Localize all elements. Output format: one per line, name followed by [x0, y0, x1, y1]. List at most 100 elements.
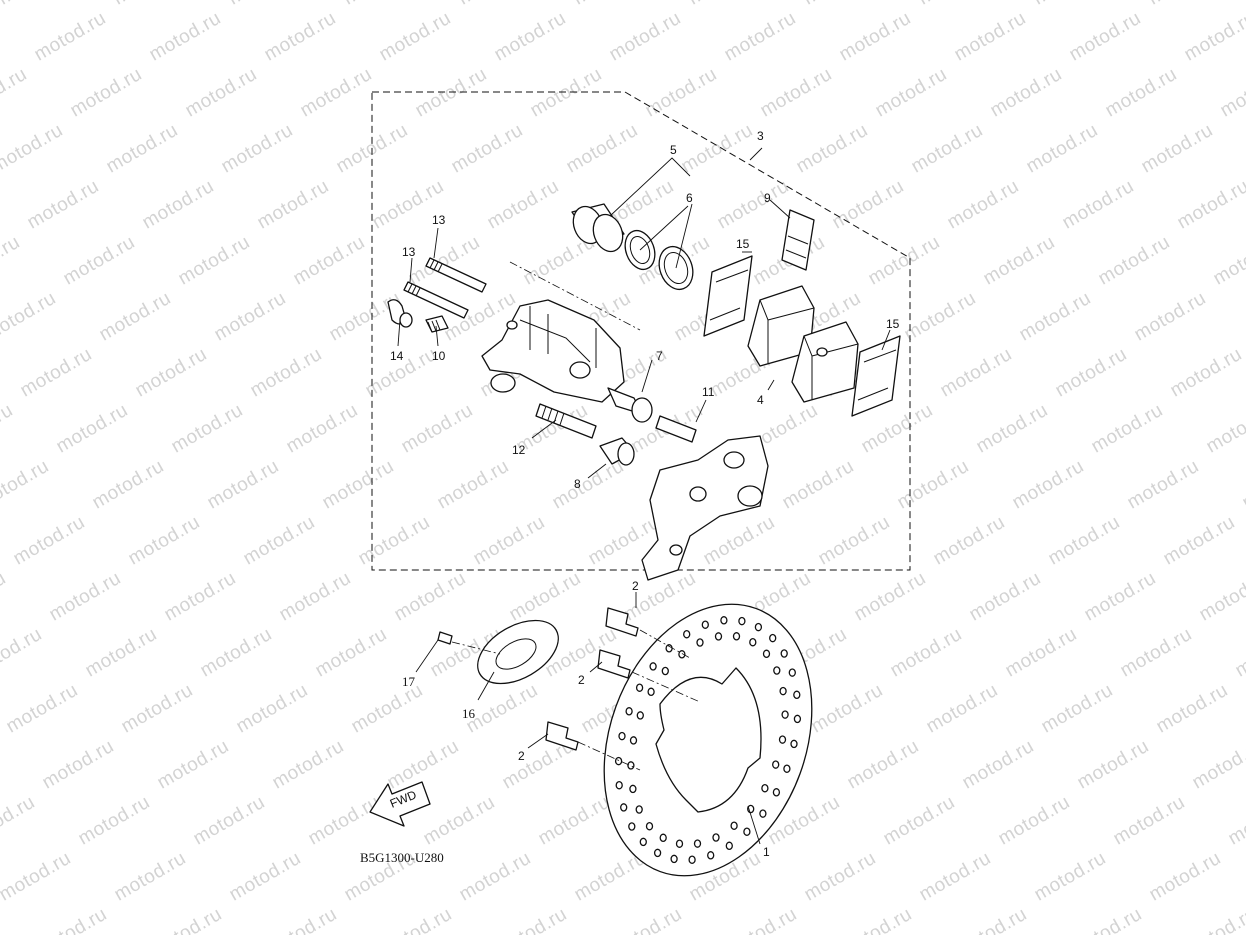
disc-hole — [629, 784, 637, 794]
disc-hole — [778, 735, 787, 744]
diagram-code: B5G1300-U280 — [360, 850, 444, 865]
disc-hole — [738, 616, 746, 626]
disc-hole — [615, 780, 623, 790]
callout-15b: 15 — [886, 317, 900, 331]
disc-hole — [628, 822, 636, 831]
caliper-bracket — [641, 435, 769, 581]
caliper-housing — [481, 299, 625, 403]
callout-10: 10 — [432, 349, 446, 363]
disc-hole — [732, 632, 741, 641]
disc-hole — [749, 637, 757, 647]
callout-16: 16 — [462, 706, 476, 721]
callout-2c: 2 — [518, 749, 525, 763]
disc-hole — [761, 783, 769, 793]
disc-hole — [639, 837, 647, 847]
callout-2a: 2 — [632, 579, 639, 593]
bleed-screw — [425, 315, 449, 333]
disc-hole — [788, 668, 796, 677]
pad-shim-right — [851, 335, 901, 417]
caliper-assembly-boundary — [371, 91, 911, 571]
callout-9: 9 — [764, 191, 771, 205]
disc-hole — [696, 638, 704, 647]
disc-hole — [620, 803, 628, 812]
disc-hole — [759, 809, 767, 818]
piston-seal — [624, 229, 694, 291]
disc-hole — [725, 841, 733, 851]
disc-hole — [636, 711, 644, 720]
sensor-screw — [437, 631, 501, 655]
callout-14: 14 — [390, 349, 404, 363]
disc-hole — [653, 848, 662, 858]
disc-hole — [693, 839, 702, 848]
caliper-bolt — [535, 403, 597, 439]
disc-hole — [781, 710, 789, 719]
disc-hole — [661, 666, 669, 676]
disc-hole — [627, 761, 635, 770]
disc-hole — [780, 649, 788, 658]
disc-hole — [743, 827, 751, 836]
disc-hole — [779, 686, 787, 696]
callout-15a: 15 — [736, 237, 750, 251]
disc-hole — [769, 633, 777, 643]
disc-hole — [790, 739, 798, 749]
disc-hole — [793, 714, 802, 724]
fwd-arrow — [369, 781, 431, 827]
disc-hole — [773, 666, 781, 675]
disc-hole — [707, 851, 715, 860]
disc-hole — [635, 805, 643, 814]
callout-13b: 13 — [402, 245, 416, 259]
disc-hole — [772, 788, 781, 797]
disc-hole — [670, 854, 678, 864]
callout-17: 17 — [402, 674, 416, 689]
disc-hole — [659, 833, 667, 843]
disc-hole — [635, 683, 644, 692]
pad-shim-left — [703, 255, 753, 337]
disc-hole — [665, 644, 673, 653]
disc-hole — [649, 662, 657, 671]
callout-7: 7 — [656, 349, 663, 363]
disc-hole — [714, 632, 723, 641]
disc-hole — [614, 756, 623, 766]
disc-hole — [688, 855, 696, 864]
boot-2 — [599, 437, 635, 466]
boot — [607, 387, 653, 423]
disc-hole — [783, 764, 791, 773]
callout-12: 12 — [512, 443, 526, 457]
pad-pin — [403, 257, 487, 319]
disc-hole — [675, 839, 684, 848]
disc-hole — [754, 622, 763, 632]
disc-hole — [678, 650, 686, 659]
disc-bolt — [545, 607, 701, 771]
disc-hole — [647, 687, 655, 697]
disc-hole — [772, 760, 780, 769]
sensor-rotor — [477, 619, 559, 685]
disc-holes — [614, 616, 802, 864]
brake-disc — [603, 603, 813, 877]
disc-hole — [730, 821, 738, 830]
disc-hole — [712, 833, 720, 842]
disc-hole — [645, 821, 654, 831]
disc-hole — [701, 620, 709, 629]
brake-pad-kit — [747, 285, 859, 403]
callout-11: 11 — [702, 385, 715, 399]
disc-hole — [629, 736, 638, 745]
disc-hole — [762, 649, 771, 659]
callout-4: 4 — [757, 393, 764, 407]
callout-2b: 2 — [578, 673, 585, 687]
leader-lines — [397, 147, 891, 845]
disc-hole — [793, 690, 801, 700]
callout-3: 3 — [757, 129, 764, 143]
slide-pin — [655, 415, 697, 443]
disc-hole — [625, 707, 633, 716]
disc-hole — [720, 616, 728, 625]
callout-8: 8 — [574, 477, 581, 491]
callout-5: 5 — [670, 143, 677, 157]
callout-13a: 13 — [432, 213, 446, 227]
disc-hole — [618, 731, 626, 741]
piston — [571, 203, 625, 253]
disc-hole — [683, 629, 691, 639]
callout-6: 6 — [686, 191, 693, 205]
pad-spring — [781, 209, 815, 271]
